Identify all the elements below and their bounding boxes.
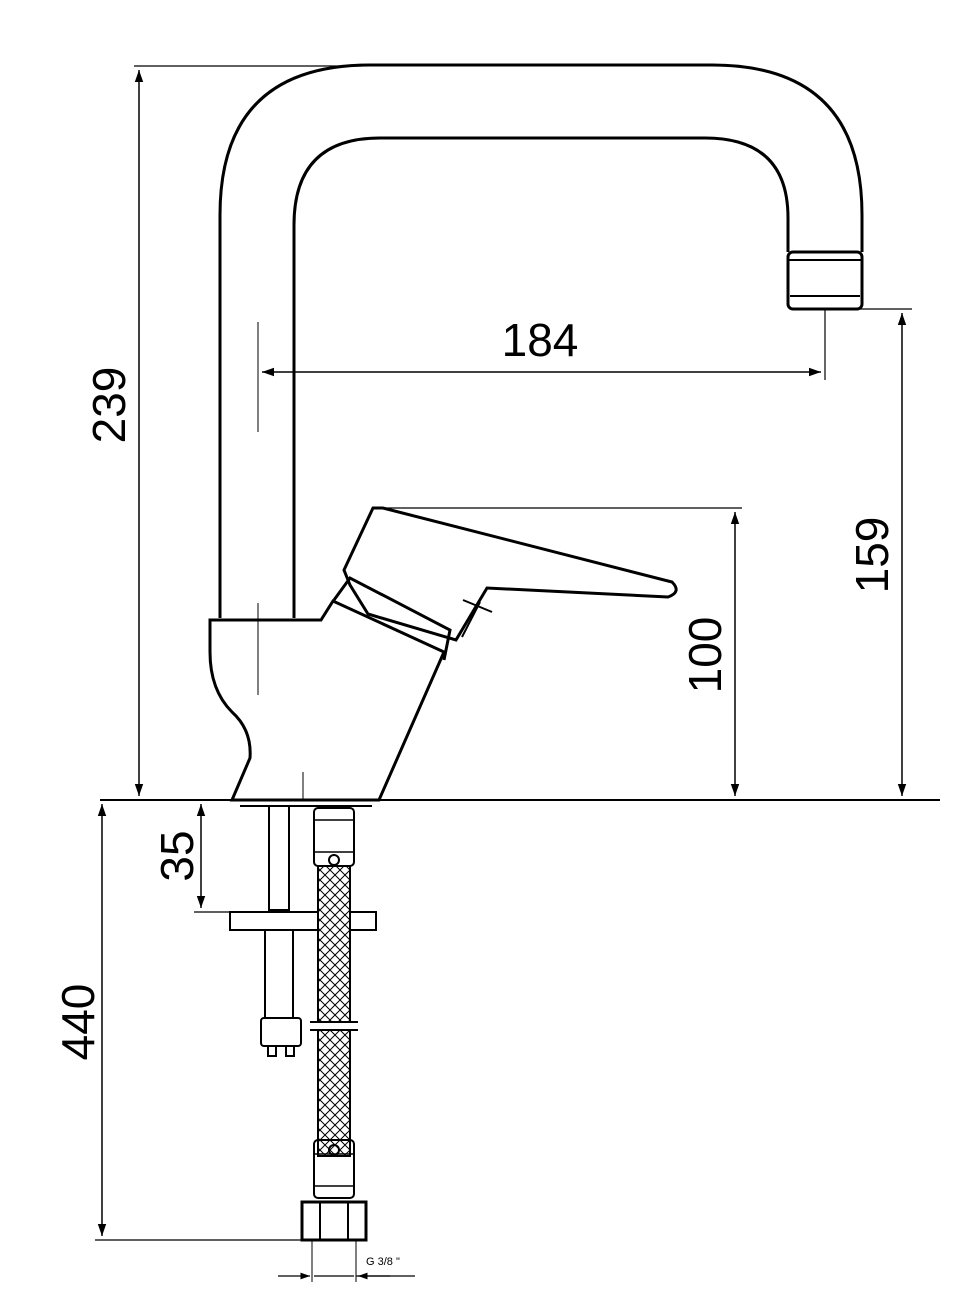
aerator — [786, 250, 864, 311]
hose-fitting-bottom — [313, 1139, 355, 1199]
dimension-label-hose-length: 440 — [52, 984, 104, 1061]
hose-fitting-top — [313, 807, 355, 867]
dimension-counter-thickness: 35 — [151, 804, 230, 913]
dimension-spout-reach: 184 — [262, 310, 826, 380]
dimension-lever-height: 100 — [380, 507, 742, 796]
spout — [218, 63, 864, 618]
mounting-plate — [229, 911, 377, 931]
dimension-thread-size: G 3/8 " — [278, 1240, 415, 1282]
dimension-overall-height: 239 — [83, 65, 362, 796]
dimension-label-counter-thickness: 35 — [151, 830, 203, 881]
hose-nut — [300, 1200, 368, 1242]
lever-handle — [342, 506, 678, 642]
under-counter-assembly — [229, 805, 377, 1242]
dimension-label-overall-height: 239 — [83, 367, 135, 444]
dimension-label-lever-height: 100 — [679, 617, 731, 694]
dimension-label-spout-height: 159 — [846, 517, 898, 594]
dimension-spout-height: 159 — [846, 308, 912, 796]
dimension-label-thread-size: G 3/8 " — [366, 1256, 400, 1268]
dimension-label-spout-reach: 184 — [502, 314, 579, 366]
lever-neck — [332, 576, 452, 661]
faucet-body — [208, 599, 446, 802]
braided-hose — [317, 865, 351, 1157]
dimension-hose-length: 440 — [52, 804, 302, 1241]
